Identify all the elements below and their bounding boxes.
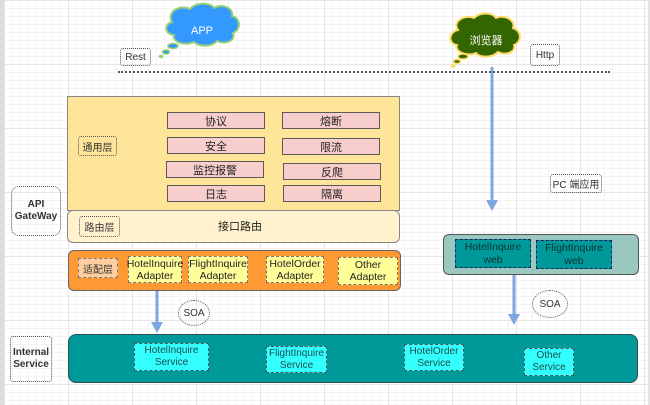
browser-cloud-icon[interactable]	[449, 12, 521, 68]
web-app-suffix: web	[483, 253, 503, 266]
adapter-box: FlightInquire Adapter	[188, 256, 248, 283]
canvas-right-edge	[648, 0, 650, 405]
adapter-box: Other Adapter	[338, 257, 398, 285]
adapter-name: HotelInquire	[126, 257, 184, 270]
feature-box: 限流	[282, 138, 380, 155]
arrow-adapter-to-internal	[151, 290, 163, 333]
adapter-suffix: Adapter	[349, 271, 387, 283]
adapter-layer-label: 适配层	[78, 258, 118, 278]
app-cloud-label: APP	[190, 25, 213, 37]
service-name: FlightInquire	[268, 347, 325, 359]
internal-service-label: Internal Service	[10, 336, 52, 382]
internal-service-label-line1: Internal	[12, 347, 50, 358]
web-app-name: FlightInquire	[545, 241, 603, 254]
interface-routing-label: 接口路由	[218, 221, 262, 233]
feature-box: 反爬	[283, 163, 381, 180]
service-box: HotelInquire Service	[134, 343, 209, 371]
api-gateway-label-line2: GateWay	[14, 211, 58, 222]
client-boundary-line	[118, 71, 610, 73]
routing-layer	[67, 210, 400, 243]
web-app-suffix: web	[564, 254, 584, 267]
feature-box: 安全	[167, 137, 265, 154]
pc-app-label: PC 端应用	[550, 174, 602, 193]
arrow-browser-to-pc	[486, 67, 498, 211]
adapter-box: HotelInquire Adapter	[126, 256, 184, 283]
service-suffix: Service	[417, 357, 451, 369]
adapter-suffix: Adapter	[136, 269, 174, 282]
adapter-suffix: Adapter	[199, 269, 237, 282]
service-suffix: Service	[279, 359, 314, 371]
feature-box: 协议	[167, 112, 265, 129]
service-box: Other Service	[524, 348, 574, 376]
adapter-suffix: Adapter	[276, 269, 314, 282]
soa-label: SOA	[178, 300, 210, 326]
soa-label: SOA	[532, 290, 568, 318]
web-app-box: FlightInquire web	[536, 240, 612, 269]
feature-box: 日志	[167, 185, 265, 202]
canvas-left-edge	[0, 0, 4, 405]
feature-box: 隔离	[283, 185, 381, 202]
web-app-box: HotelInquire web	[455, 239, 531, 268]
service-name: Other	[536, 350, 562, 361]
rest-label: Rest	[120, 48, 151, 66]
service-name: HotelInquire	[144, 345, 199, 356]
internal-service-label-line2: Service	[13, 359, 49, 370]
adapter-name: Other	[354, 259, 382, 271]
arrow-pc-to-internal	[508, 273, 520, 325]
service-box: HotelOrder Service	[404, 344, 464, 371]
service-box: FlightInquire Service	[266, 346, 327, 373]
service-suffix: Service	[532, 362, 566, 373]
feature-box: 熔断	[282, 112, 380, 129]
service-suffix: Service	[154, 357, 189, 368]
app-cloud-icon[interactable]	[158, 2, 240, 59]
common-layer-label: 通用层	[78, 136, 117, 156]
service-name: HotelOrder	[409, 345, 459, 357]
adapter-name: FlightInquire	[189, 257, 247, 270]
web-app-name: HotelInquire	[464, 240, 522, 253]
http-label: Http	[530, 44, 560, 66]
api-gateway-label: API GateWay	[11, 186, 61, 236]
adapter-box: HotelOrder Adapter	[266, 256, 324, 283]
browser-cloud-label: 浏览器	[469, 35, 503, 47]
api-gateway-label-line1: API	[27, 199, 45, 210]
routing-layer-label: 路由层	[79, 216, 120, 237]
adapter-name: HotelOrder	[269, 257, 321, 270]
feature-box: 监控报警	[166, 161, 264, 178]
